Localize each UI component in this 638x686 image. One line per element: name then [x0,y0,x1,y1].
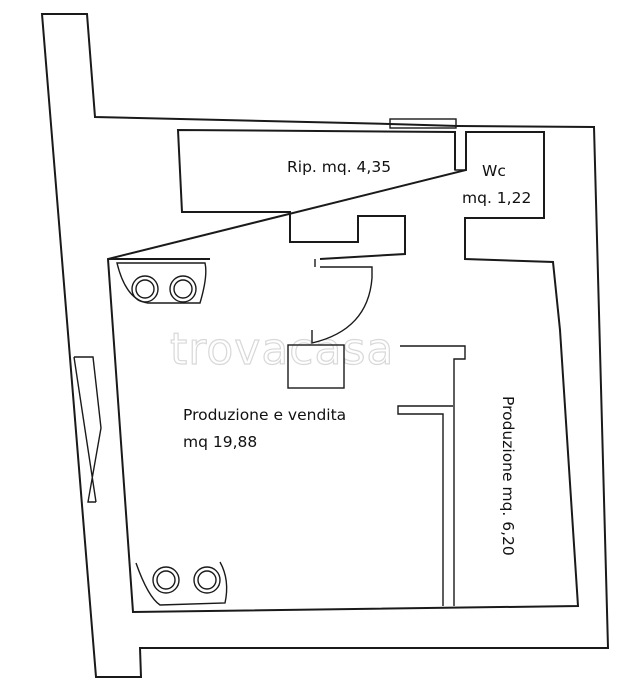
internal-door [314,259,373,278]
room-area-production-sales: mq 19,88 [183,433,257,451]
door-swing-arc [311,277,373,344]
watermark-logo: trovacasa [170,324,394,375]
room-label-storage: Rip. mq. 4,35 [287,158,391,176]
fixture-circle [173,279,193,299]
corner-fixture-top-left [116,262,207,304]
entrance-door [73,356,102,503]
room-label-wc: Wc [482,162,506,180]
window-top [389,118,457,129]
production-partition [397,345,466,606]
central-pillar [287,344,345,389]
fixture-circle [193,566,221,594]
inner-wall-outline [106,128,580,614]
fixture-circle [135,279,155,299]
fixture-circle [152,566,180,594]
fixture-circle [197,570,217,590]
fixture-circle [169,275,197,303]
room-area-wc: mq. 1,22 [462,189,531,207]
room-label-production-sales: Produzione e vendita [183,406,346,424]
storage-wc-partition [454,132,467,171]
fixture-circle [156,570,176,590]
outer-wall-outline [40,13,610,678]
fixture-circle [131,275,159,303]
room-label-production: Produzione mq. 6,20 [499,396,517,556]
corner-fixture-bottom-left [135,561,228,606]
